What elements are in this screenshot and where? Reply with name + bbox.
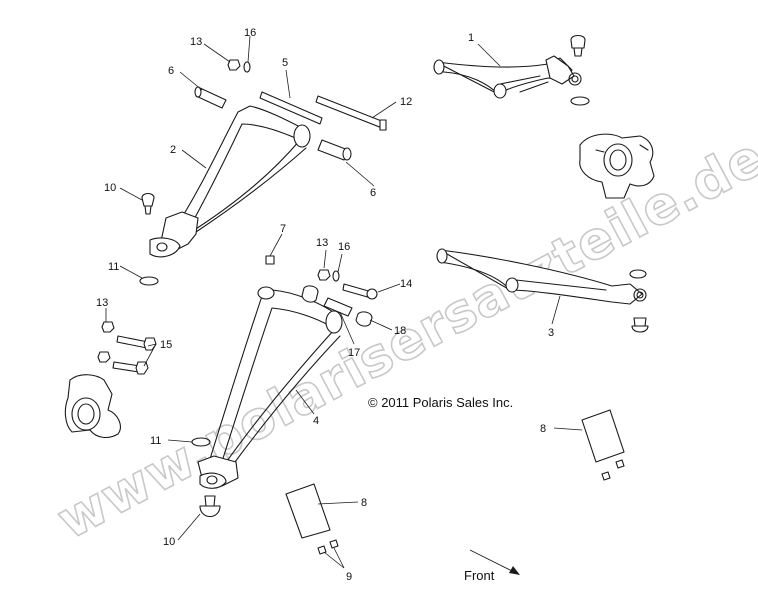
bolt-14 [342,283,378,300]
copyright-notice: © 2011 Polaris Sales Inc. [368,395,513,410]
nut-13-left [101,321,115,333]
bushing-6-left [194,86,227,109]
upper-left-a-arm [149,105,311,258]
callout-10-lower: 10 [163,536,175,548]
ball-joint-10-lower [199,495,221,518]
ball-joint-upper [570,34,586,57]
bolt-12-head [379,119,387,131]
callout-8-center: 8 [361,497,367,509]
callout-3: 3 [548,327,554,339]
screw-7 [265,255,275,265]
ball-joint-10-upper [141,192,155,215]
lower-right-a-arm [436,248,647,305]
lower-left-a-arm [197,286,343,489]
bushing-6-right [317,139,352,161]
callout-4: 4 [313,415,319,427]
callout-13-mid: 13 [316,237,328,249]
callout-11-upper: 11 [108,261,119,273]
upper-right-a-arm [433,55,582,99]
bolt-12 [315,95,385,129]
front-direction-arrow [469,549,520,575]
washer-16-mid [332,270,340,282]
callout-16-top: 16 [244,27,256,39]
callout-14: 14 [400,278,412,290]
bolt-15-lower [112,361,149,375]
callout-5: 5 [282,57,288,69]
callout-17: 17 [348,347,360,359]
steering-knuckle-right [579,133,655,199]
steering-knuckle-left [64,374,121,439]
front-label: Front [464,568,495,583]
callout-10-upper: 10 [104,182,116,194]
callout-2: 2 [170,144,176,156]
pivot-shaft-5 [259,91,323,125]
nut-13-lower [97,351,111,363]
callout-6-right: 6 [370,187,376,199]
washer-16-top [243,61,251,73]
nut-13-top [227,59,241,71]
bushing-mid [301,285,319,303]
callout-18: 18 [394,325,406,337]
guard-plate-8-right [581,409,625,481]
callout-8-right: 8 [540,423,546,435]
callout-7: 7 [280,223,286,235]
callout-16-mid: 16 [338,241,350,253]
bushing-17 [323,297,353,317]
callout-9: 9 [346,571,352,583]
leader-lines [105,35,583,569]
callout-1: 1 [468,32,474,44]
snap-ring-upper [570,96,590,106]
callout-12: 12 [400,96,412,108]
fasteners-9 [317,539,339,555]
ball-joint-lower-right [631,317,649,333]
snap-ring-11-upper [139,276,159,286]
bushing-18 [355,311,373,327]
nut-13-mid [317,269,331,281]
callout-13-left: 13 [96,297,108,309]
snap-ring-right [629,269,647,279]
callout-13-top: 13 [190,36,202,48]
bolt-15-upper [116,335,157,351]
callout-15: 15 [160,339,172,351]
callout-11-lower: 11 [150,435,161,447]
guard-plate-8-center [285,483,331,539]
callout-6-left: 6 [168,65,174,77]
